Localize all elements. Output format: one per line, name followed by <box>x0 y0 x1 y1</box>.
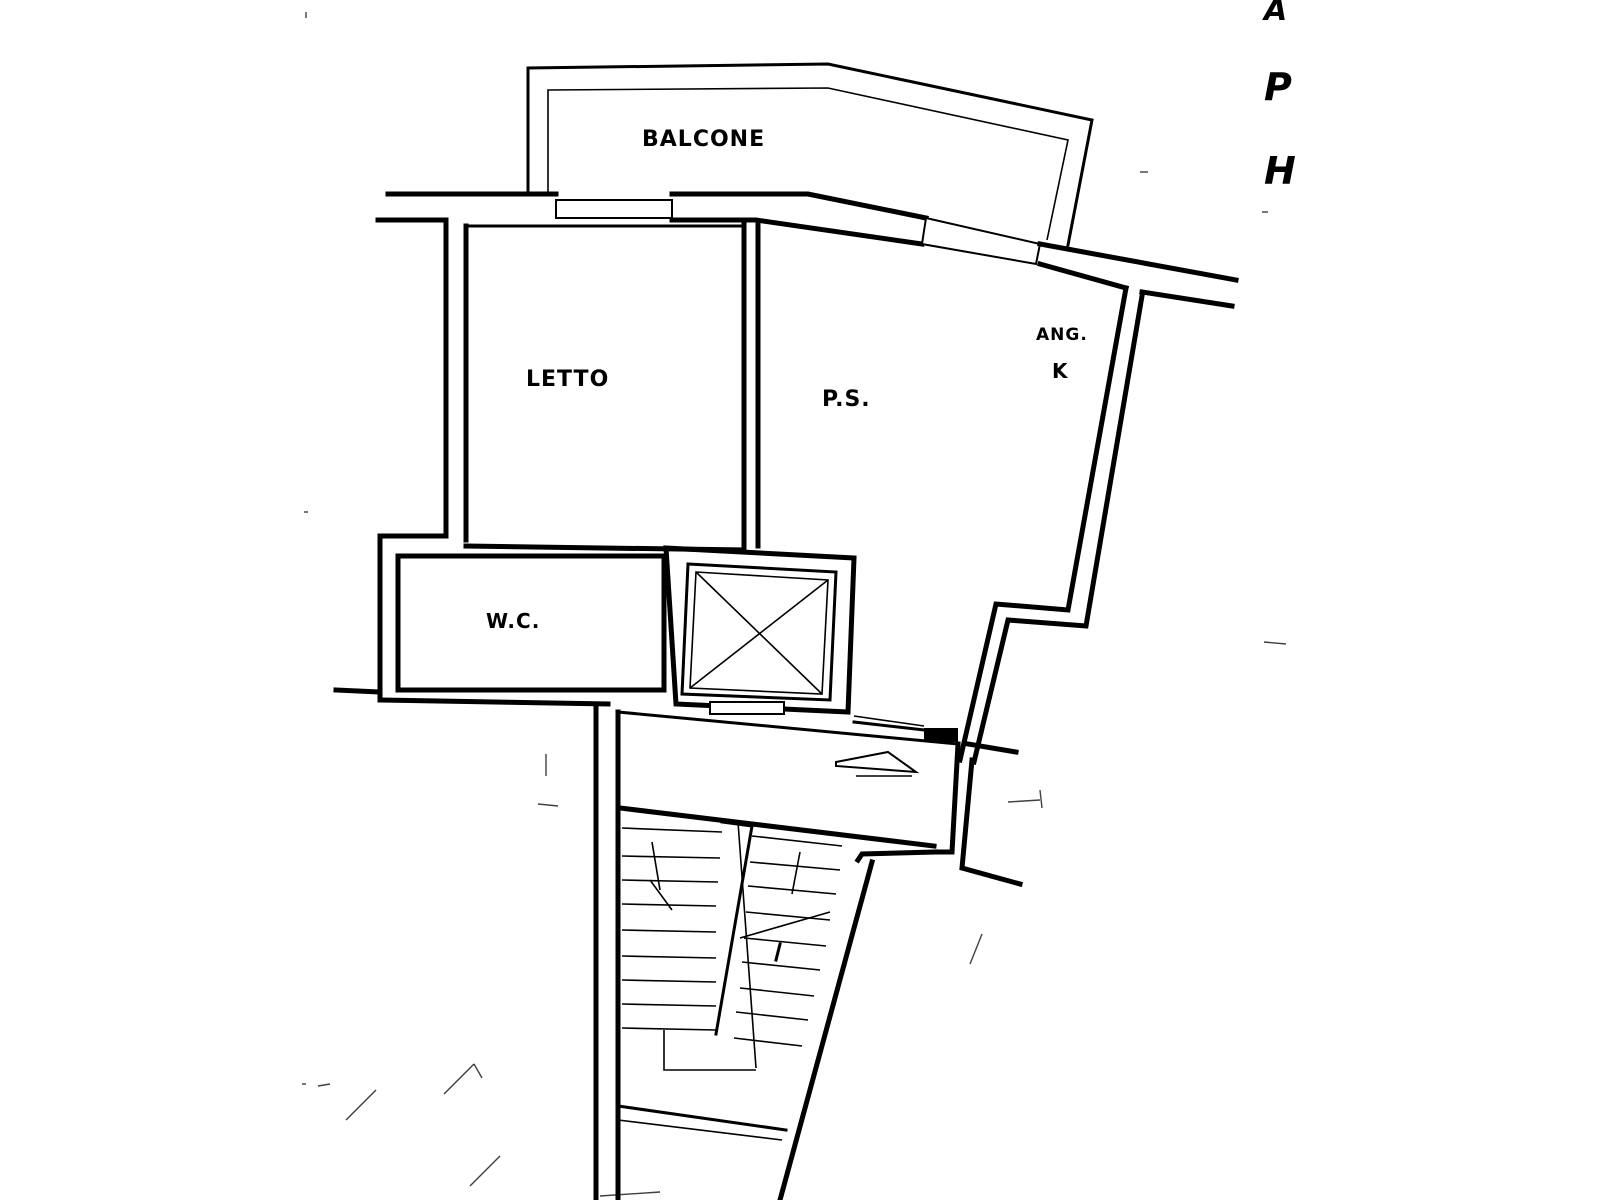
elevator-door <box>709 701 785 715</box>
room-label-bagno: W.C. <box>486 609 540 633</box>
scan-marks <box>302 12 1287 1197</box>
window-soggiorno <box>920 216 1042 266</box>
entrance-door <box>924 728 958 742</box>
room-label-cucina-line1: ANG. <box>1036 325 1088 345</box>
landing <box>593 705 1024 1200</box>
bedroom <box>377 217 761 703</box>
room-label-soggiorno: P.S. <box>822 387 871 412</box>
edge-text-line3: H <box>1264 149 1296 193</box>
room-label-balcone: BALCONE <box>642 127 765 152</box>
edge-text-line1: A <box>1262 0 1287 28</box>
window-letto <box>555 199 673 219</box>
edge-text-line2: P <box>1264 65 1292 109</box>
room-label-cucina-line2: K <box>1052 359 1069 383</box>
living-room <box>852 285 1145 766</box>
room-label-letto: LETTO <box>526 367 609 392</box>
balcony <box>526 62 1094 247</box>
bathroom <box>333 553 667 707</box>
exterior-walls <box>375 191 1239 309</box>
staircase <box>616 820 843 1141</box>
entrance-arrow-icon <box>835 750 920 774</box>
elevator-shaft <box>663 545 857 715</box>
crop-mask <box>1300 0 1600 1200</box>
